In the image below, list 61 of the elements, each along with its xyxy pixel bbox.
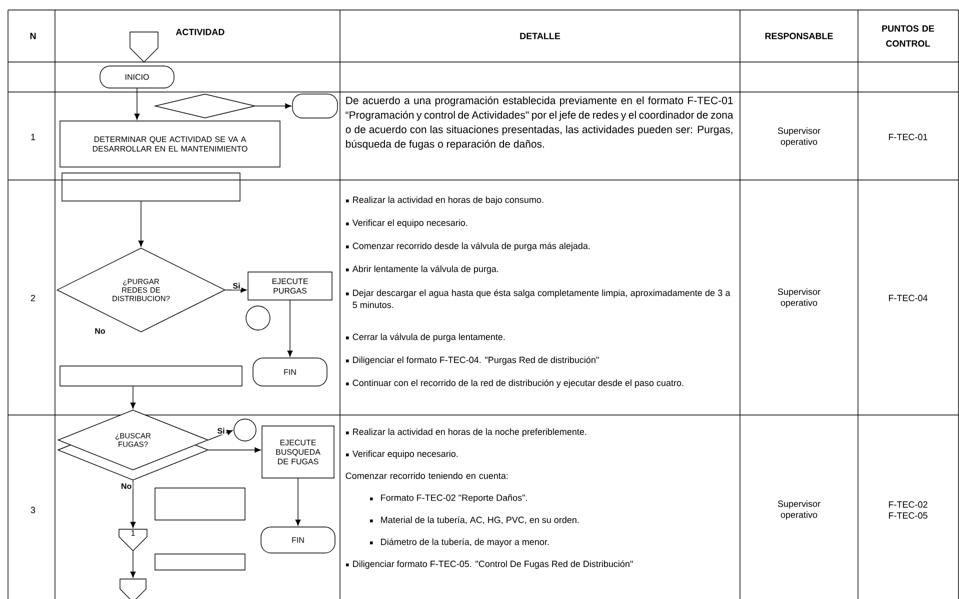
control-cell: F-TEC-01 xyxy=(888,134,928,140)
arrow xyxy=(130,386,136,409)
process-box xyxy=(154,554,246,570)
process-box: EJECUTE BUSQUEDA DE FUGAS xyxy=(262,426,334,478)
connector-circle xyxy=(246,306,270,330)
bullet-item: Formato F-TEC-02 "Reporte Daños". xyxy=(370,494,527,503)
terminator: FIN xyxy=(252,358,328,386)
column-header: N xyxy=(30,32,36,40)
row-number: 2 xyxy=(30,294,36,302)
terminator: INICIO xyxy=(100,66,174,88)
arrow xyxy=(208,447,261,453)
bullet-item: Diámetro de la tubería, de mayor a menor. xyxy=(370,538,549,547)
control-cell: F-TEC-04 xyxy=(888,294,928,302)
detail-text: De acuerdo a una programación establecida previamente en el formato F-TEC-01 “Programación y control de Actividades" por el jefe de redes y el coordinador de zona o de acuerdo con las situaciones presentadas, las actividades pueden ser: Purgas, búsqueda de fugas o reparación de daños. xyxy=(346,96,734,150)
edge-label: Si xyxy=(216,426,226,435)
arrow xyxy=(130,480,136,528)
column-header: ACTIVIDAD xyxy=(176,28,224,36)
branch-label: No xyxy=(95,328,106,334)
arrow xyxy=(255,103,292,109)
process-box: DETERMINAR QUE ACTIVIDAD SE VA A DESARROLLAR EN EL MANTENIMIENTO xyxy=(60,120,280,168)
edge-label: No xyxy=(120,482,133,490)
bullet-item: Realizar la actividad en horas de la noche preferiblemente. xyxy=(346,428,586,437)
arrow xyxy=(130,550,136,578)
column-header: RESPONSABLE xyxy=(765,32,833,40)
edge-label: Si xyxy=(232,282,242,290)
row-number: 1 xyxy=(31,134,36,140)
bullet-item: Realizar la actividad en horas de bajo consumo. xyxy=(346,196,544,205)
control-cell: F-TEC-02 F-TEC-05 xyxy=(888,501,928,519)
process-box xyxy=(60,366,242,386)
bullet-item: Cerrar la válvula de purga lentamente. xyxy=(346,333,505,342)
off-page-connector xyxy=(120,578,146,599)
connector-circle xyxy=(234,418,256,442)
bullet-item: Verificar equipo necesario. xyxy=(346,450,458,459)
bullet-item: Verificar el equipo necesario. xyxy=(346,219,468,228)
arrow xyxy=(225,287,247,293)
off-page-connector: 1 xyxy=(118,528,148,552)
off-page-connector xyxy=(130,32,158,62)
bullet-item: Material de la tubería, AC, HG, PVC, en su orden. xyxy=(370,516,579,524)
process-box: EJECUTE PURGAS xyxy=(248,272,332,300)
process-box xyxy=(154,488,246,520)
terminator xyxy=(292,94,338,118)
arrow xyxy=(287,300,293,357)
bullet-item: Comenzar recorrido desde la válvula de purga más alejada. xyxy=(346,242,590,251)
terminator: FIN xyxy=(260,526,336,554)
arrow xyxy=(295,478,301,526)
bullet-item: Abrir lentamente la válvula de purga. xyxy=(346,265,498,274)
row-number: 3 xyxy=(30,506,36,514)
detail-text: Comenzar recorrido teniendo en cuenta: xyxy=(346,472,508,479)
column-header: PUNTOS DE CONTROL xyxy=(882,25,934,47)
bullet-item: Diligenciar el formato F-TEC-04. "Purgas Red de distribución" xyxy=(346,356,599,365)
arrow xyxy=(208,430,233,440)
bullet-item: Diligenciar formato F-TEC-05. "Control De Fugas Red de Distribución" xyxy=(346,560,633,569)
responsible-cell: Supervisor operativo xyxy=(778,288,820,308)
column-header: DETALLE xyxy=(520,32,560,40)
arrow xyxy=(138,201,144,247)
bullet-item: Dejar descargar el agua hasta que ésta salga completamente limpia, aproximadamente de 3 a 5 minutos. xyxy=(346,289,730,308)
responsible-cell: Supervisor operativo xyxy=(778,127,820,147)
process-box xyxy=(62,172,240,202)
arrow xyxy=(134,88,140,120)
responsible-cell: Supervisor operativo xyxy=(778,500,820,520)
bullet-item: Continuar con el recorrido de la red de distribución y ejecutar desde el paso cuatro. xyxy=(346,379,684,388)
